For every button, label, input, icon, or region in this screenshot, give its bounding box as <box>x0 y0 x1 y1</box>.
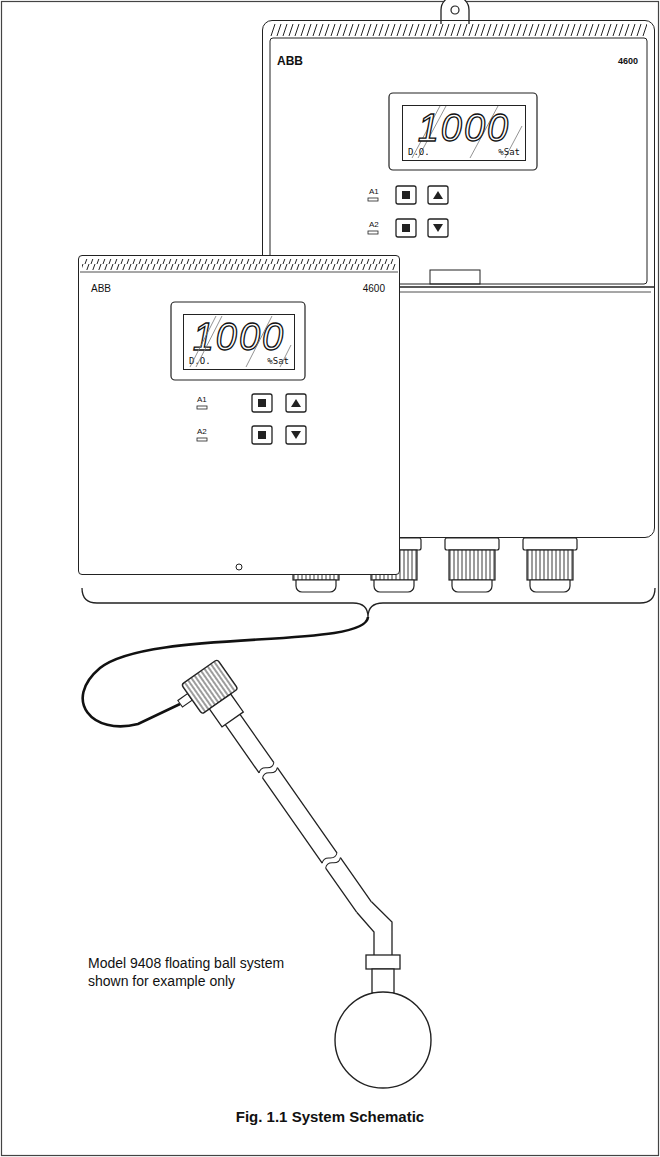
grouping-brace <box>82 588 655 617</box>
ball-stem <box>372 969 394 993</box>
brand-label: ABB <box>277 55 303 67</box>
probe-elbow <box>357 902 392 955</box>
connector-neck <box>209 694 243 727</box>
lcd-display: 1000D.O. %Sat <box>402 105 526 161</box>
parameter-label: D.O. <box>408 148 430 157</box>
cable-entry <box>178 694 192 707</box>
ball-fitting <box>366 955 400 969</box>
model-number: 4600 <box>363 284 385 294</box>
brand-label: ABB <box>91 284 111 294</box>
display-reading: 1000 <box>403 109 525 147</box>
alarm-label: A2 <box>197 428 207 436</box>
alarm-led <box>368 198 378 201</box>
model-number: 4600 <box>618 57 638 66</box>
display-bezel <box>389 93 537 170</box>
cable-gland <box>445 538 499 592</box>
key-button <box>396 219 416 237</box>
panel-mount-transmitter: ABB 4600A1A2 1000D.O. %Sat <box>78 255 400 575</box>
sideways-icon <box>402 224 410 232</box>
cable-gland <box>523 538 577 592</box>
sensor-probe <box>172 659 382 926</box>
key-button <box>396 186 416 204</box>
parameter-label: D.O. <box>189 357 211 366</box>
probe-tube <box>225 714 371 912</box>
alarm-label: A1 <box>197 396 207 404</box>
alarm-led <box>368 231 378 234</box>
sensor-cable <box>83 617 368 726</box>
front-panel <box>270 38 647 284</box>
lug-hole <box>451 6 459 14</box>
alarm-label: A2 <box>369 221 379 229</box>
floating-ball <box>335 992 431 1088</box>
lcd-display: 1000D.O. %Sat <box>183 314 295 370</box>
alarm-label: A1 <box>369 188 379 196</box>
vent-slots <box>270 24 647 36</box>
key-button <box>428 219 448 237</box>
figure-caption: Fig. 1.1 System Schematic <box>0 1108 660 1125</box>
menu-icon <box>402 191 410 199</box>
cover-tab <box>430 270 480 284</box>
display-reading: 1000 <box>184 318 294 356</box>
up-arrow <box>433 191 443 199</box>
break-mark <box>258 761 342 870</box>
connector-cap <box>181 659 238 714</box>
unit-label: %Sat <box>267 357 289 366</box>
key-button <box>428 186 448 204</box>
down-arrow <box>433 224 443 232</box>
keypad <box>396 186 448 237</box>
unit-label: %Sat <box>498 148 520 157</box>
note-text: Model 9408 floating ball system shown fo… <box>88 955 328 990</box>
